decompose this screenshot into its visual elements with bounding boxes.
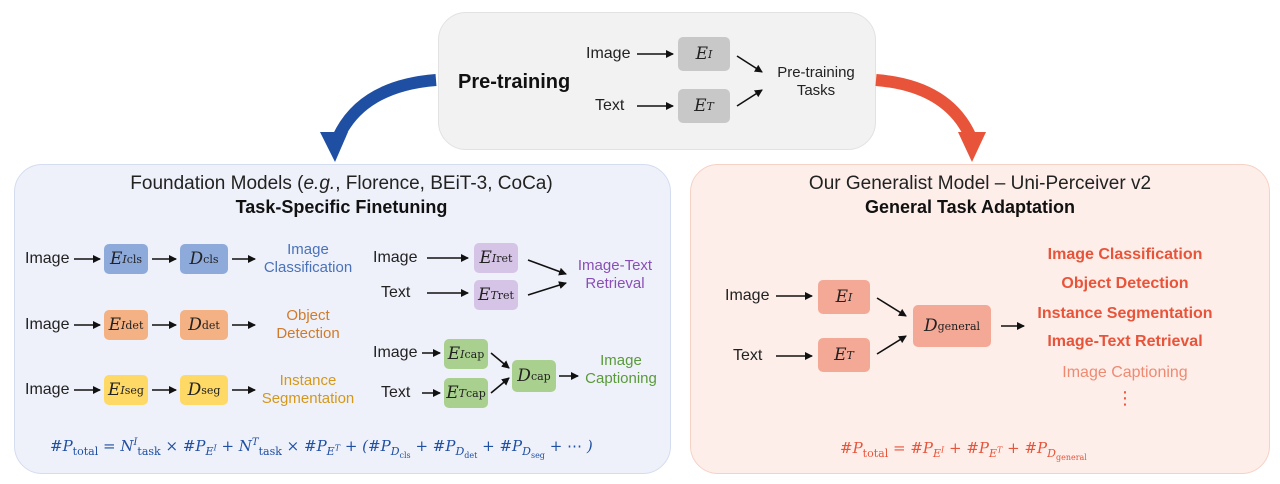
det-task-label: Object Detection [276, 307, 340, 342]
pretraining-tasks-line2: Tasks [796, 82, 836, 99]
ret-input-text: Text [381, 284, 411, 301]
pretraining-tasks-label: Pre-training Tasks [766, 64, 866, 100]
det-input: Image [25, 316, 70, 333]
pretraining-input-text: Text [595, 97, 625, 114]
seg-input: Image [25, 381, 70, 398]
ret-task-label: Image-Text Retrieval [577, 257, 653, 292]
output-image-text-retrieval: Image-Text Retrieval [1047, 333, 1203, 350]
output-image-captioning: Image Captioning [1062, 364, 1188, 381]
pretraining-tasks-line1: Pre-training [777, 64, 855, 81]
cap-input-image: Image [373, 344, 418, 361]
seg-task-label: Instance Segmentation [261, 372, 355, 407]
cls-input: Image [25, 250, 70, 267]
left-panel-subtitle: Task-Specific Finetuning [235, 197, 448, 217]
ret-input-image: Image [373, 249, 418, 266]
curved-arrow-left-head [320, 132, 348, 162]
right-parameter-formula: #Ptotal = #PEI + #PET + #PDgeneral [840, 439, 1087, 463]
right-input-text: Text [733, 347, 763, 364]
pretraining-title: Pre-training [458, 71, 571, 93]
pretraining-input-image: Image [586, 45, 631, 62]
right-panel-subtitle: General Task Adaptation [864, 197, 1076, 217]
curved-arrow-right [875, 74, 978, 143]
pretraining-panel [438, 12, 876, 150]
left-panel-title: Foundation Models (e.g., Florence, BEiT-… [130, 173, 553, 194]
right-panel-title: Our Generalist Model – Uni-Perceiver v2 [808, 173, 1152, 194]
curved-arrow-right-head [958, 132, 986, 162]
cap-task-label: Image Captioning [585, 352, 657, 387]
curved-arrow-left [331, 74, 437, 143]
right-input-image: Image [725, 287, 770, 304]
output-ellipsis: ⋮ [1116, 388, 1134, 408]
output-instance-segmentation: Instance Segmentation [1037, 305, 1213, 322]
output-image-classification: Image Classification [1047, 246, 1203, 263]
cls-task-label: Image Classification [263, 241, 353, 276]
left-parameter-formula: #Ptotal = NItask × #PEI + NTtask × #PET … [50, 437, 593, 461]
cap-input-text: Text [381, 384, 411, 401]
output-object-detection: Object Detection [1061, 275, 1189, 292]
